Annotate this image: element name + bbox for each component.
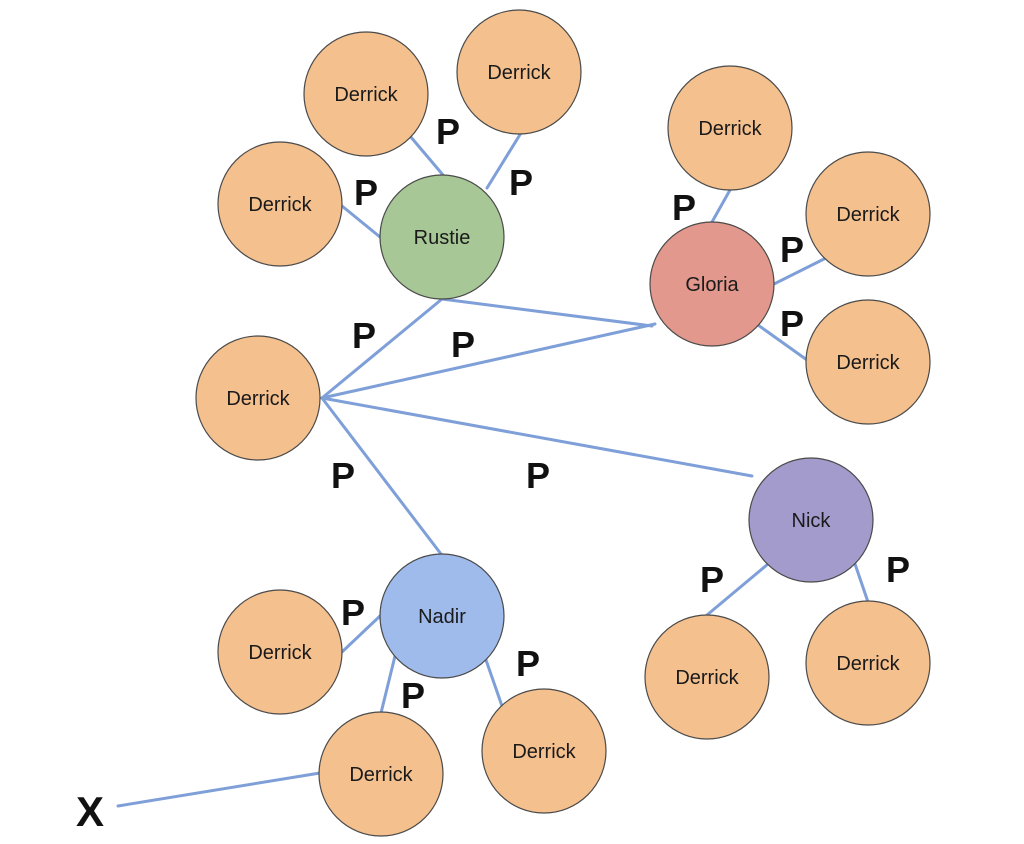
node-label-rustie-d3: Derrick	[248, 194, 312, 216]
node-label-rustie: Rustie	[414, 227, 471, 249]
node-label-gloria-d3: Derrick	[836, 352, 900, 374]
edge-derrick-center-nick	[320, 396, 754, 478]
edge-nadir-d2-x	[116, 771, 322, 808]
node-circle-nick-d1	[644, 614, 770, 740]
node-label-nadir: Nadir	[418, 606, 466, 628]
node-derrick-center: Derrick	[195, 335, 321, 461]
node-label-nick-d1: Derrick	[675, 667, 739, 689]
edge-derrick-center-nadir	[320, 396, 443, 556]
edge-nick-nick-d1	[705, 562, 770, 617]
node-circle-nadir	[379, 553, 505, 679]
edge-label-gloria-gloria-d3: P	[780, 303, 804, 344]
node-label-nadir-d3: Derrick	[512, 741, 576, 763]
node-label-gloria-d1: Derrick	[698, 118, 762, 140]
node-circle-rustie-d2	[456, 9, 582, 135]
edge-label-rustie-rustie-d3: P	[354, 172, 378, 213]
node-circle-gloria-d3	[805, 299, 931, 425]
node-label-derrick-center: Derrick	[226, 388, 290, 410]
edge-rustie-rustie-d3	[340, 204, 382, 239]
node-circle-gloria-d2	[805, 151, 931, 277]
node-gloria: Gloria	[649, 221, 775, 347]
node-circle-rustie	[379, 174, 505, 300]
edge-nadir-nadir-d3	[484, 658, 504, 708]
node-label-nick: Nick	[792, 510, 832, 532]
node-nadir: Nadir	[379, 553, 505, 679]
edge-gloria-gloria-d1	[710, 188, 732, 224]
edge-label-nick-nick-d2: P	[886, 549, 910, 590]
edge-gloria-gloria-d2	[772, 257, 826, 286]
edge-label-nick-nick-d1: P	[700, 559, 724, 600]
node-nadir-d2: Derrick	[318, 711, 444, 837]
node-circle-nick-d2	[805, 600, 931, 726]
node-circle-nick	[748, 457, 874, 583]
node-nick-d2: Derrick	[805, 600, 931, 726]
edge-label-gloria-gloria-d1: P	[672, 187, 696, 228]
node-label-rustie-d2: Derrick	[487, 62, 551, 84]
edge-rustie-rustie-d2	[485, 131, 523, 190]
edge-label-derrick-center-rustie: P	[352, 315, 376, 356]
node-label-nadir-d2: Derrick	[349, 764, 413, 786]
node-label-nadir-d1: Derrick	[248, 642, 312, 664]
node-label-rustie-d1: Derrick	[334, 84, 398, 106]
edge-nick-nick-d2	[853, 562, 870, 604]
edge-derrick-center-gloria	[320, 322, 657, 400]
node-circle-gloria	[649, 221, 775, 347]
edge-label-derrick-center-nick: P	[526, 455, 550, 496]
edge-label-rustie-rustie-d2: P	[509, 162, 533, 203]
node-gloria-d2: Derrick	[805, 151, 931, 277]
edge-nadir-nadir-d2	[379, 654, 397, 715]
node-circle-gloria-d1	[667, 65, 793, 191]
edge-label-nadir-nadir-d3: P	[516, 643, 540, 684]
node-rustie-d1: Derrick	[303, 31, 429, 157]
node-circle-nadir-d3	[481, 688, 607, 814]
edge-label-rustie-rustie-d1: P	[436, 111, 460, 152]
node-gloria-d1: Derrick	[667, 65, 793, 191]
edge-rustie-gloria	[440, 297, 654, 328]
node-circle-nadir-d2	[318, 711, 444, 837]
edge-label-nadir-nadir-d1: P	[341, 592, 365, 633]
edge-label-derrick-center-gloria: P	[451, 324, 475, 365]
nodes-layer: DerrickRustieGloriaNickNadirDerrickDerri…	[195, 9, 931, 837]
node-rustie-d3: Derrick	[217, 141, 343, 267]
node-rustie-d2: Derrick	[456, 9, 582, 135]
edge-label-nadir-nadir-d2: P	[401, 675, 425, 716]
node-nick-d1: Derrick	[644, 614, 770, 740]
edge-rustie-rustie-d1	[408, 134, 445, 177]
node-nick: Nick	[748, 457, 874, 583]
node-circle-rustie-d3	[217, 141, 343, 267]
node-label-nick-d2: Derrick	[836, 653, 900, 675]
node-label-gloria-d2: Derrick	[836, 204, 900, 226]
node-circle-nadir-d1	[217, 589, 343, 715]
node-gloria-d3: Derrick	[805, 299, 931, 425]
edge-label-gloria-gloria-d2: P	[780, 229, 804, 270]
edge-derrick-center-rustie	[320, 297, 444, 400]
x-marker: X	[76, 788, 104, 835]
edge-nadir-nadir-d1	[340, 614, 382, 654]
node-rustie: Rustie	[379, 174, 505, 300]
node-nadir-d3: Derrick	[481, 688, 607, 814]
edge-gloria-gloria-d3	[756, 323, 809, 362]
node-circle-rustie-d1	[303, 31, 429, 157]
node-circle-derrick-center	[195, 335, 321, 461]
node-label-gloria: Gloria	[685, 274, 739, 296]
edge-label-derrick-center-nadir: P	[331, 455, 355, 496]
node-nadir-d1: Derrick	[217, 589, 343, 715]
edges-layer	[116, 131, 870, 808]
